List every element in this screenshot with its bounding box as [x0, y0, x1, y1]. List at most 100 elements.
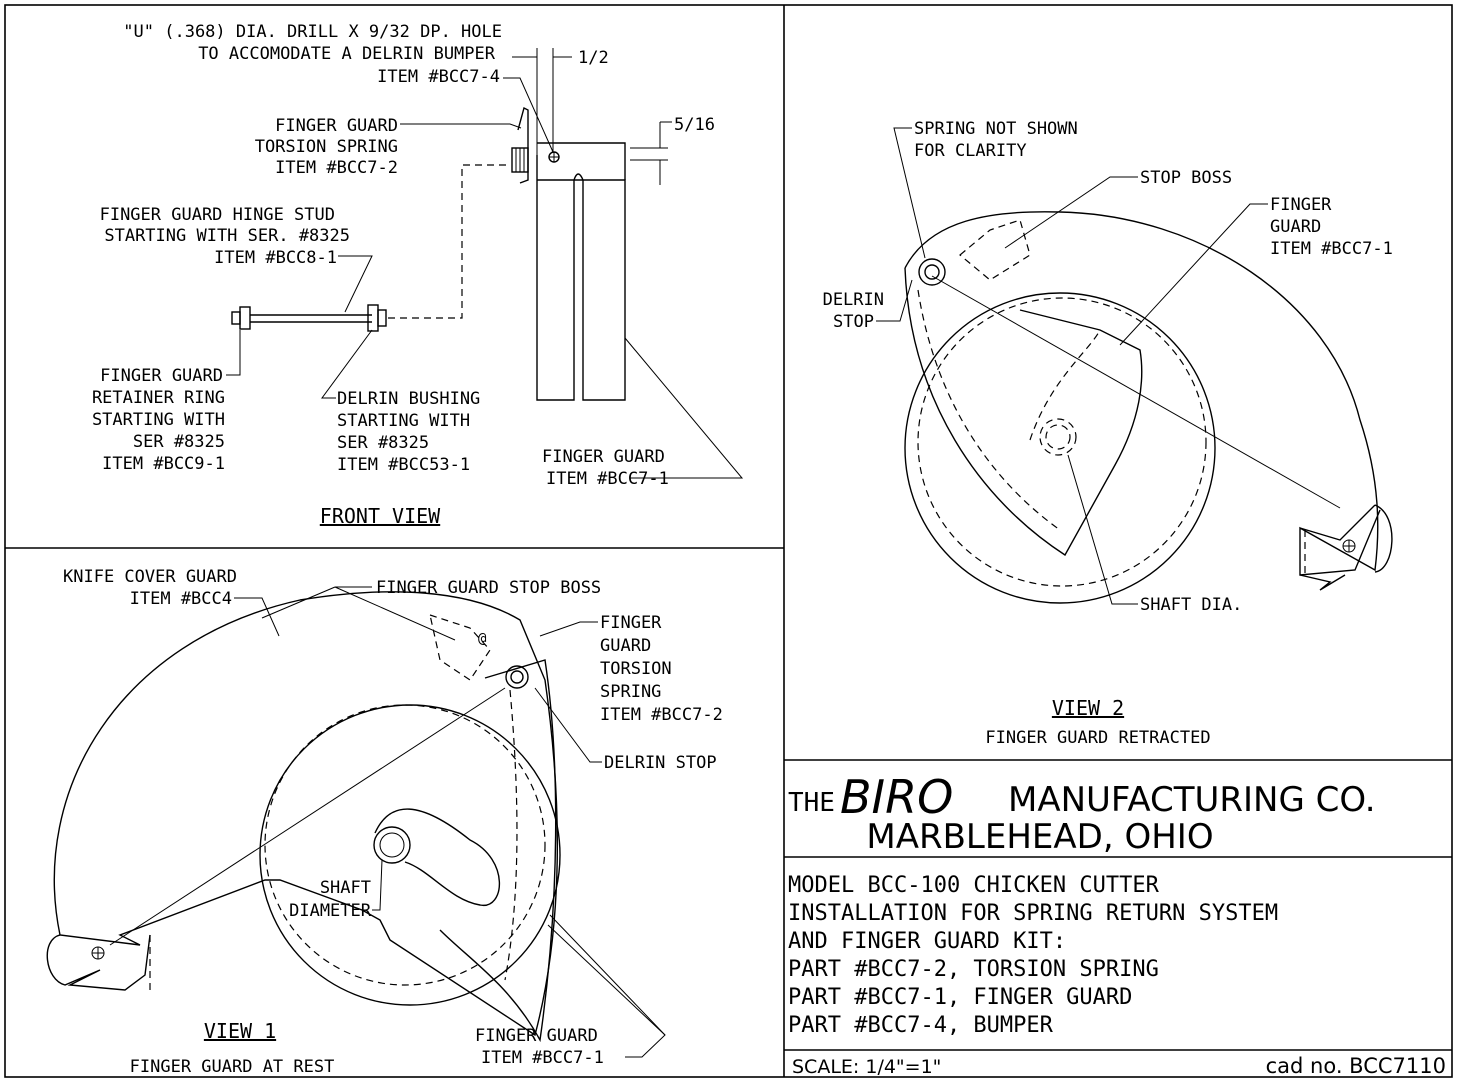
finger-guard-view2	[904, 267, 1143, 556]
retainer-label-4: SER #8325	[133, 432, 225, 452]
leader-finger-guard	[624, 337, 744, 479]
desc-line-5: PART #BCC7-1, FINGER GUARD	[788, 985, 1132, 1010]
finger-guard-v2-1: FINGER	[1270, 195, 1332, 215]
torsion-label-3: ITEM #BCC7-2	[275, 158, 398, 178]
retainer-label-3: STARTING WITH	[92, 410, 225, 430]
leader-spring-note	[893, 127, 926, 259]
leader-delrin-v1	[534, 687, 602, 763]
leader-bushing	[321, 329, 373, 399]
stop-boss-label: FINGER GUARD STOP BOSS	[376, 578, 601, 598]
pivot-view1	[505, 665, 529, 689]
torsion-spring-tab	[517, 106, 529, 184]
spring-note-1: SPRING NOT SHOWN	[914, 119, 1078, 139]
front-view: "U" (.368) DIA. DRILL X 9/32 DP. HOLE TO…	[92, 22, 744, 528]
view-1: KNIFE COVER GUARD ITEM #BCC4 @ FINGER GU…	[46, 567, 723, 1077]
leader-shaft-v1	[372, 859, 383, 911]
retainer-label-1: FINGER GUARD	[100, 366, 223, 386]
bushing-label-1: DELRIN BUSHING	[337, 389, 480, 409]
desc-line-1: MODEL BCC-100 CHICKEN CUTTER	[788, 873, 1160, 898]
dim-5-16: 5/16	[674, 115, 715, 135]
finger-guard-body	[536, 155, 626, 401]
pivot-view2	[918, 258, 946, 286]
desc-line-6: PART #BCC7-4, BUMPER	[788, 1013, 1054, 1038]
desc-line-2: INSTALLATION FOR SPRING RETURN SYSTEM	[788, 901, 1278, 926]
torsion-v1-3: TORSION	[600, 659, 672, 679]
view1-title: VIEW 1	[204, 1019, 276, 1043]
note-hole-line1: "U" (.368) DIA. DRILL X 9/32 DP. HOLE	[123, 22, 502, 42]
leader-torsion	[400, 123, 522, 129]
company-the: THE	[788, 788, 835, 818]
knife-cover-latch	[46, 934, 151, 991]
dim-half: 1/2	[578, 48, 609, 68]
leader-retainer	[226, 330, 241, 376]
dim-5-16-lines	[630, 121, 672, 185]
leader-finger-guard-v1	[549, 914, 666, 1058]
finger-guard-v2-2: GUARD	[1270, 217, 1321, 237]
knife-blade-view2	[904, 292, 1216, 604]
knife-blade-inner	[264, 704, 546, 986]
stop-boss-view1	[429, 614, 491, 681]
stop-boss-v2: STOP BOSS	[1140, 168, 1232, 188]
delrin-stop-v2-1: DELRIN	[823, 290, 884, 310]
leader-knife-cover	[234, 597, 280, 637]
shaft-v1-1: SHAFT	[320, 878, 371, 898]
finger-guard-v1-1: FINGER GUARD	[475, 1026, 598, 1046]
company-name: MANUFACTURING CO.	[1008, 780, 1376, 820]
shaft-view2	[1039, 418, 1077, 456]
company-brand: BIRO	[840, 770, 953, 824]
delrin-stop-v1: DELRIN STOP	[604, 753, 717, 773]
hinge-label-1: FINGER GUARD HINGE STUD	[100, 205, 335, 225]
shaft-circle	[373, 826, 411, 864]
finger-guard-label-2: ITEM #BCC7-1	[546, 469, 669, 489]
view2-subtitle: FINGER GUARD RETRACTED	[985, 728, 1210, 748]
retainer-label-5: ITEM #BCC9-1	[102, 454, 225, 474]
scale: SCALE: 1/4"=1"	[792, 1056, 941, 1078]
bushing-label-4: ITEM #BCC53-1	[337, 455, 470, 475]
leader-bumper	[503, 77, 554, 153]
company-city: MARBLEHEAD, OHIO	[866, 817, 1213, 857]
shaft-v1-2: DIAMETER	[289, 901, 372, 921]
retainer-ring	[239, 306, 251, 330]
finger-guard-top	[537, 142, 626, 180]
knife-cover-view2	[904, 211, 1381, 576]
desc-line-4: PART #BCC7-2, TORSION SPRING	[788, 957, 1159, 982]
bushing-label-2: STARTING WITH	[337, 411, 470, 431]
shaft-v2: SHAFT DIA.	[1140, 595, 1242, 615]
svg-text:@: @	[478, 631, 487, 647]
knife-cover-guard	[53, 591, 559, 1037]
front-view-title: FRONT VIEW	[320, 504, 441, 528]
bushing-label-3: SER #8325	[337, 433, 429, 453]
finger-guard-v2-3: ITEM #BCC7-1	[1270, 239, 1393, 259]
finger-guard-view1	[439, 659, 557, 1043]
sheet-border	[4, 4, 1453, 1078]
torsion-v1-5: ITEM #BCC7-2	[600, 705, 723, 725]
finger-guard-v1-2: ITEM #BCC7-1	[481, 1048, 604, 1068]
title-block: THE BIRO MANUFACTURING CO. MARBLEHEAD, O…	[788, 770, 1446, 1078]
note-hole-line2: TO ACCOMODATE A DELRIN BUMPER	[198, 44, 496, 64]
leader-torsion-v1	[539, 621, 598, 637]
spring-note-2: FOR CLARITY	[914, 141, 1027, 161]
assembly-line	[388, 164, 511, 319]
view2-title: VIEW 2	[1052, 696, 1124, 720]
cad-number: cad no. BCC7110	[1266, 1054, 1446, 1078]
retainer-label-2: RETAINER RING	[92, 388, 225, 408]
torsion-v1-2: GUARD	[600, 636, 651, 656]
leader-finger-guard-v2	[1119, 203, 1268, 346]
leader-stop-boss-b	[261, 586, 336, 619]
finger-guard-label-1: FINGER GUARD	[542, 447, 665, 467]
shaft-arm	[374, 808, 501, 906]
hinge-label-2: STARTING WITH SER. #8325	[104, 226, 350, 246]
view-2: SPRING NOT SHOWN FOR CLARITY STOP BOSS F…	[823, 119, 1393, 748]
note-hole-line3: ITEM #BCC7-4	[377, 67, 500, 87]
leader-hinge	[338, 255, 373, 313]
stop-boss-view2	[959, 219, 1031, 281]
torsion-v1-1: FINGER	[600, 613, 662, 633]
torsion-label-2: TORSION SPRING	[255, 137, 398, 157]
torsion-label-1: FINGER GUARD	[275, 116, 398, 136]
knife-cover-label-2: ITEM #BCC4	[130, 589, 232, 609]
leader-stop-boss-v2	[1004, 176, 1138, 249]
torsion-v1-4: SPRING	[600, 682, 661, 702]
delrin-stop-v2-2: STOP	[833, 312, 874, 332]
view1-subtitle: FINGER GUARD AT REST	[130, 1057, 335, 1077]
